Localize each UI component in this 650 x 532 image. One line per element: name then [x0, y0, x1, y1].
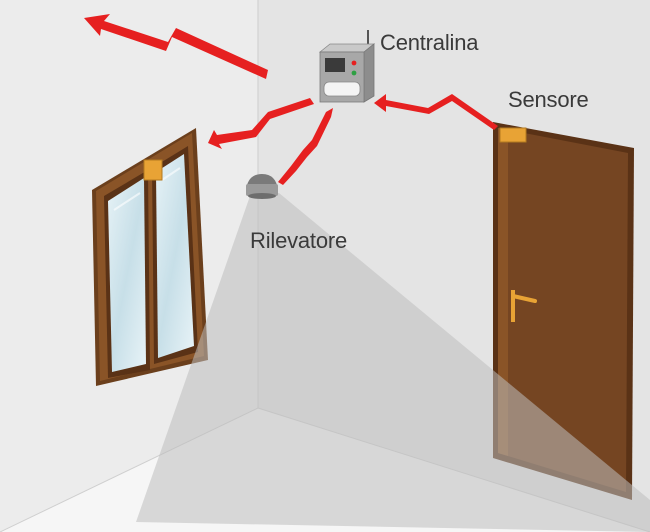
- motion-detector-label: Rilevatore: [250, 228, 348, 253]
- window-sensor-icon: [143, 159, 163, 181]
- detection-cone: [136, 193, 650, 532]
- signal-bolt-icon: [374, 94, 498, 130]
- door-sensor-icon: [499, 127, 527, 143]
- door-handle: [511, 290, 515, 322]
- window: [92, 128, 208, 386]
- door-sensor-label: Sensore: [508, 87, 589, 112]
- motion-detector-icon: [246, 174, 278, 199]
- control-panel-icon: [318, 30, 376, 103]
- signal-bolt-icon: [208, 98, 314, 149]
- control-panel-label: Centralina: [380, 30, 479, 55]
- signal-bolt-icon: [278, 108, 333, 185]
- signal-bolt-icon: [84, 14, 268, 79]
- signal-bolts: [84, 14, 498, 185]
